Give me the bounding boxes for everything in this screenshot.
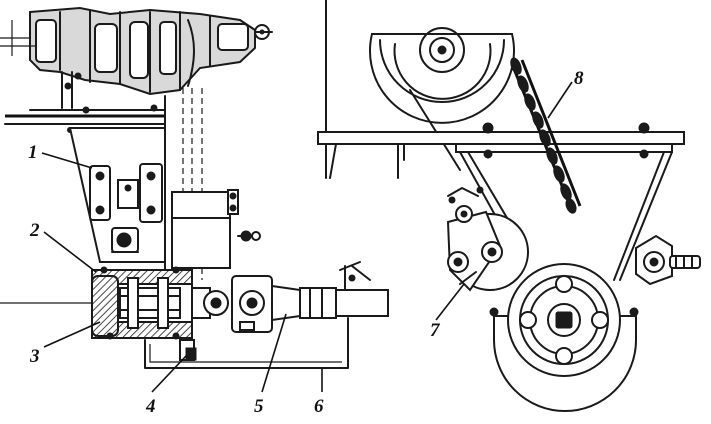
callout-labels: 1 2 3 4 5 6 7 8 <box>28 68 584 417</box>
bracket-plate <box>68 127 166 263</box>
callout-7: 7 <box>430 320 441 341</box>
bearing-housing <box>91 266 193 340</box>
callout-3: 3 <box>29 346 40 367</box>
right-view <box>317 0 701 412</box>
gearbox-housing <box>0 6 273 109</box>
support-frame <box>144 317 349 369</box>
upper-wheel <box>369 27 515 171</box>
callout-2: 2 <box>29 220 40 241</box>
callout-6: 6 <box>314 396 324 417</box>
leader-lines <box>41 81 573 393</box>
universal-joint-shaft <box>0 261 389 333</box>
callout-5: 5 <box>254 396 264 417</box>
callout-8: 8 <box>574 68 584 89</box>
left-view <box>0 6 389 369</box>
drive-chain <box>510 57 582 214</box>
callout-4: 4 <box>145 396 156 417</box>
tensioner-assembly <box>446 186 529 292</box>
side-bracket <box>171 189 261 269</box>
callout-1: 1 <box>28 142 38 163</box>
lower-wheel <box>489 263 639 412</box>
frame-platform <box>317 122 685 179</box>
right-bearing-bracket <box>635 234 701 286</box>
